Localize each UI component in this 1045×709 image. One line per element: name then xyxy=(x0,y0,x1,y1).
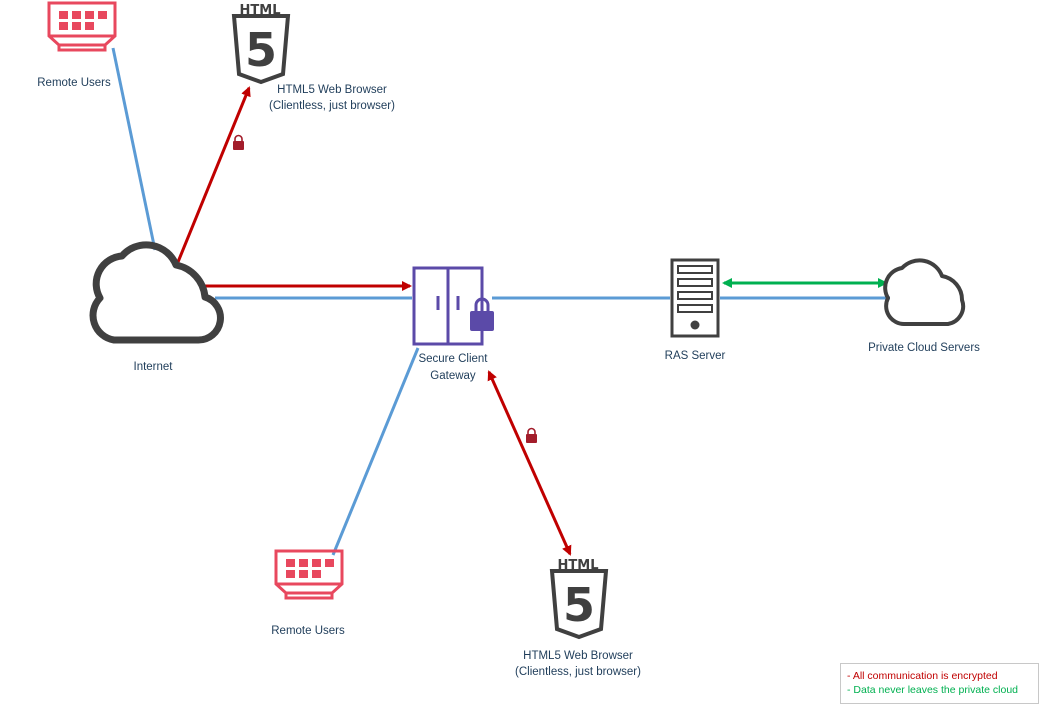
internet-cloud-icon xyxy=(89,241,224,344)
html5-glyph: 5 xyxy=(563,578,595,632)
blue-links xyxy=(111,47,890,556)
gateway-node: Secure Client Gateway xyxy=(412,266,494,382)
legend-private: - Data never leaves the private cloud xyxy=(847,684,1019,696)
gateway-label-line1: Secure Client xyxy=(418,353,488,365)
ras-server-label: RAS Server xyxy=(665,350,726,362)
html5-browser-top-node: HTML 5 HTML5 Web Browser (Clientless, ju… xyxy=(231,3,395,112)
html5-icon: HTML 5 xyxy=(231,3,291,85)
remote-users-icon xyxy=(274,549,344,600)
html5-browser-top-label-line2: (Clientless, just browser) xyxy=(269,100,395,112)
remote-users-icon xyxy=(47,1,117,52)
html5-browser-bottom-label-line1: HTML5 Web Browser xyxy=(523,650,633,662)
gateway-lock-icon xyxy=(470,297,494,331)
encrypted-arrows xyxy=(176,86,572,556)
legend-box: - All communication is encrypted - Data … xyxy=(840,663,1039,704)
gateway-label-line2: Gateway xyxy=(430,370,476,382)
arrow-gateway-html5-bottom xyxy=(487,370,572,556)
html5-glyph: 5 xyxy=(245,23,277,77)
link-gateway-remote-users-bottom xyxy=(331,347,420,556)
ras-server-node: RAS Server xyxy=(665,258,726,362)
html5-icon: HTML 5 xyxy=(549,558,609,640)
html5-browser-top-label-line1: HTML5 Web Browser xyxy=(277,84,387,96)
remote-users-bottom-label: Remote Users xyxy=(271,625,345,637)
remote-users-top-label: Remote Users xyxy=(37,77,111,89)
private-cloud-label: Private Cloud Servers xyxy=(868,342,980,354)
html5-browser-bottom-node: HTML 5 HTML5 Web Browser (Clientless, ju… xyxy=(515,558,641,678)
internet-label: Internet xyxy=(134,361,174,373)
legend-encrypted: - All communication is encrypted xyxy=(847,670,998,682)
link-remote-users-top-internet xyxy=(111,47,157,251)
html5-browser-bottom-label-line2: (Clientless, just browser) xyxy=(515,666,641,678)
remote-users-top-node: Remote Users xyxy=(37,1,117,89)
lock-icon xyxy=(233,134,244,150)
server-icon xyxy=(670,258,720,338)
gateway-icon xyxy=(412,266,494,346)
lock-icon xyxy=(526,427,537,443)
private-cloud-node: Private Cloud Servers xyxy=(868,258,980,354)
remote-users-bottom-node: Remote Users xyxy=(271,549,345,637)
private-cloud-icon xyxy=(883,258,966,326)
arrow-internet-html5-top xyxy=(176,86,251,263)
internet-node: Internet xyxy=(89,241,224,373)
